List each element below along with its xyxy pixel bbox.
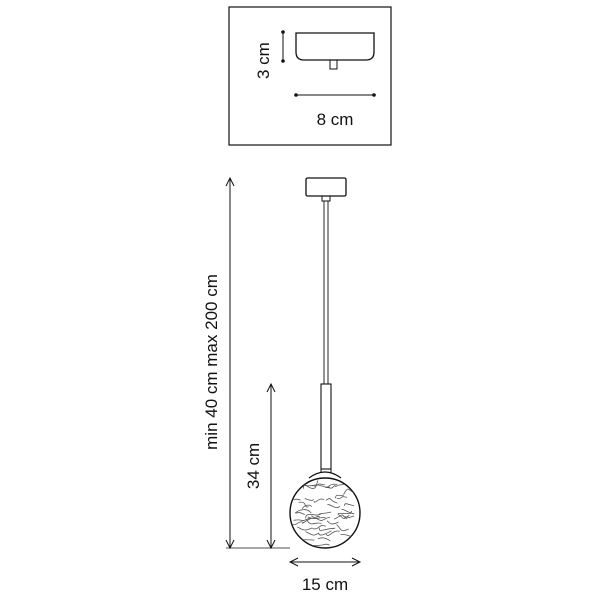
ball-texture bbox=[290, 480, 356, 546]
glass-texture-swirl bbox=[311, 484, 331, 488]
canopy-width-label: 8 cm bbox=[317, 110, 354, 129]
glass-texture-swirl bbox=[343, 515, 355, 518]
lamp-holder-rod bbox=[320, 383, 332, 470]
canopy-detail-shape bbox=[295, 32, 375, 61]
shade-width-label: 15 cm bbox=[302, 575, 348, 594]
glass-texture-swirl bbox=[343, 488, 356, 495]
canopy-height-dimension bbox=[281, 30, 285, 63]
glass-texture-swirl bbox=[313, 498, 325, 503]
glass-texture-swirl bbox=[293, 517, 311, 521]
glass-texture-swirl bbox=[341, 508, 355, 515]
glass-texture-swirl bbox=[294, 509, 312, 514]
shade-drop-label: 34 cm bbox=[244, 443, 263, 489]
canopy-cable-grip bbox=[321, 195, 331, 202]
shade-drop-dimension bbox=[266, 382, 276, 550]
glass-texture-swirl bbox=[290, 520, 304, 526]
glass-texture-swirl bbox=[304, 498, 314, 501]
glass-texture-swirl bbox=[344, 503, 355, 507]
glass-texture-swirl bbox=[337, 513, 350, 520]
glass-texture-swirl bbox=[318, 530, 332, 536]
glass-texture-swirl bbox=[325, 498, 338, 504]
glass-texture-swirl bbox=[318, 511, 332, 515]
glass-texture-swirl bbox=[334, 514, 348, 520]
glass-texture-swirl bbox=[326, 483, 338, 489]
glass-texture-swirl bbox=[334, 484, 345, 487]
canopy-detail-inset: 3 cm 8 cm bbox=[228, 6, 392, 146]
glass-texture-swirl bbox=[298, 501, 309, 508]
glass-texture-swirl bbox=[301, 504, 312, 510]
shade-collar bbox=[308, 471, 342, 479]
glass-texture-swirl bbox=[305, 513, 322, 519]
ceiling-canopy bbox=[305, 177, 347, 197]
shade-width-dimension bbox=[288, 557, 362, 567]
canopy-height-label: 3 cm bbox=[254, 42, 273, 79]
glass-texture-swirl bbox=[311, 515, 320, 518]
glass-texture-swirl bbox=[306, 519, 322, 525]
glass-ball-shade bbox=[289, 477, 361, 549]
cable-length-label: min 40 cm max 200 cm bbox=[202, 274, 221, 450]
glass-texture-swirl bbox=[301, 517, 319, 524]
canopy-detail-mount bbox=[329, 59, 338, 70]
overall-height-dimension bbox=[225, 176, 290, 550]
inset-frame bbox=[228, 6, 392, 146]
glass-texture-swirl bbox=[312, 525, 326, 530]
glass-texture-swirl bbox=[297, 526, 313, 531]
canopy-width-dimension bbox=[294, 93, 376, 97]
glass-texture-swirl bbox=[326, 520, 339, 525]
glass-texture-swirl bbox=[305, 531, 320, 536]
glass-texture-swirl bbox=[334, 494, 344, 499]
glass-texture-swirl bbox=[325, 530, 340, 536]
glass-texture-swirl bbox=[317, 537, 331, 542]
glass-texture-swirl bbox=[297, 539, 315, 541]
glass-texture-swirl bbox=[315, 517, 331, 521]
glass-texture-swirl bbox=[336, 524, 349, 532]
glass-texture-swirl bbox=[336, 496, 348, 500]
glass-texture-swirl bbox=[325, 483, 336, 488]
glass-texture-swirl bbox=[303, 484, 314, 489]
pendant-lamp-drawing bbox=[289, 177, 361, 549]
glass-texture-swirl bbox=[307, 516, 326, 519]
glass-texture-swirl bbox=[327, 504, 341, 508]
glass-texture-swirl bbox=[312, 543, 330, 546]
glass-texture-swirl bbox=[295, 512, 306, 515]
glass-texture-swirl bbox=[337, 510, 353, 515]
glass-texture-swirl bbox=[318, 527, 336, 531]
